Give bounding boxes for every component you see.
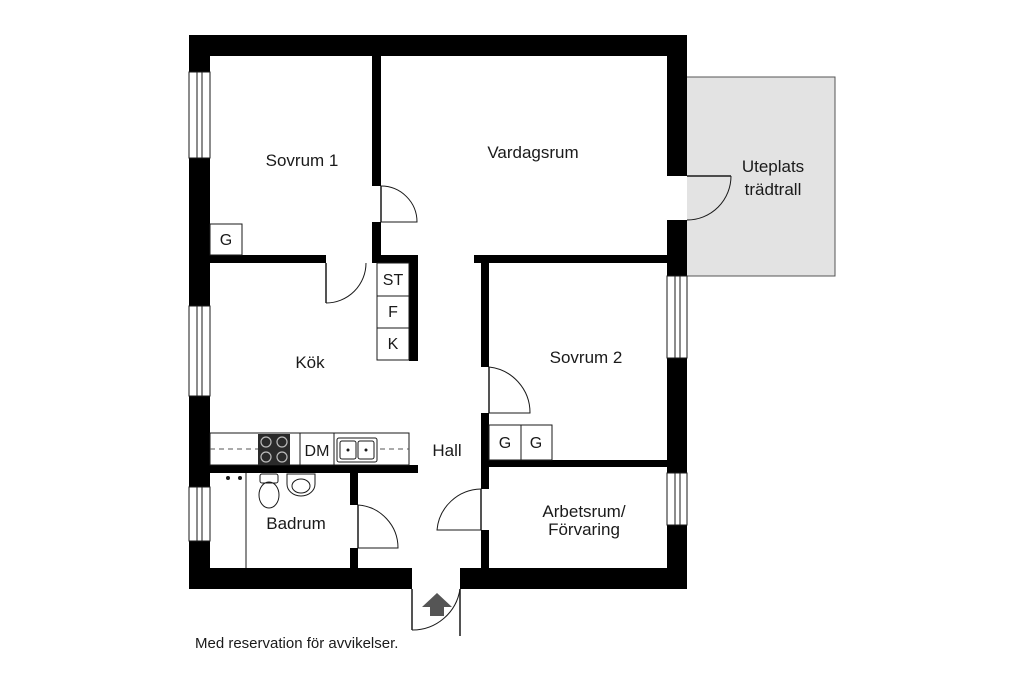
door-badrum <box>357 504 399 549</box>
room-label-uteplats: Uteplats <box>742 157 804 176</box>
wardrobe-hall-1-label: G <box>499 435 511 452</box>
door-arbetsrum <box>436 488 482 531</box>
window-left-2 <box>188 305 211 397</box>
room-label-kok: Kök <box>295 353 325 372</box>
room-label-hall: Hall <box>432 441 461 460</box>
wardrobe-sovrum1 <box>209 223 243 256</box>
room-label-badrum: Badrum <box>266 514 326 533</box>
kitchen-counter <box>209 432 410 466</box>
room-label-forvaring: Förvaring <box>548 520 620 539</box>
shower-area <box>226 473 247 568</box>
room-label-sovrum2: Sovrum 2 <box>550 348 623 367</box>
door-sovrum1 <box>380 185 418 223</box>
cabinet-f-label: F <box>388 304 398 321</box>
wardrobe-hall-2-label: G <box>530 435 542 452</box>
room-label-vardagsrum: Vardagsrum <box>487 143 578 162</box>
wardrobe-hall-2 <box>520 424 553 461</box>
door-entrance <box>411 588 461 636</box>
terrace-door-opening <box>667 176 687 220</box>
wardrobe-sovrum1-label: G <box>220 232 232 249</box>
door-sovrum2 <box>488 366 531 414</box>
stove-icon <box>258 434 290 465</box>
interior-walls <box>210 56 667 568</box>
cabinet-st-label: ST <box>383 272 404 289</box>
window-left-3 <box>188 486 211 542</box>
dishwasher-label: DM <box>305 443 330 460</box>
room-label-sovrum1: Sovrum 1 <box>266 151 339 170</box>
disclaimer-text: Med reservation för avvikelser. <box>195 635 398 652</box>
window-right-1 <box>666 275 688 359</box>
door-kok <box>325 262 367 304</box>
toilet-icon <box>258 473 280 509</box>
cabinet-column <box>376 262 410 361</box>
window-left-1 <box>188 71 211 159</box>
window-right-2 <box>666 472 688 526</box>
room-label-arbetsrum: Arbetsrum/ <box>542 502 625 521</box>
room-label-tradtrall: trädtrall <box>745 180 802 199</box>
cabinet-k-label: K <box>388 336 399 353</box>
sink-icon <box>336 437 378 463</box>
washbasin-icon <box>286 473 316 497</box>
entrance-arrow-icon <box>422 593 452 616</box>
door-terrace <box>686 175 732 221</box>
